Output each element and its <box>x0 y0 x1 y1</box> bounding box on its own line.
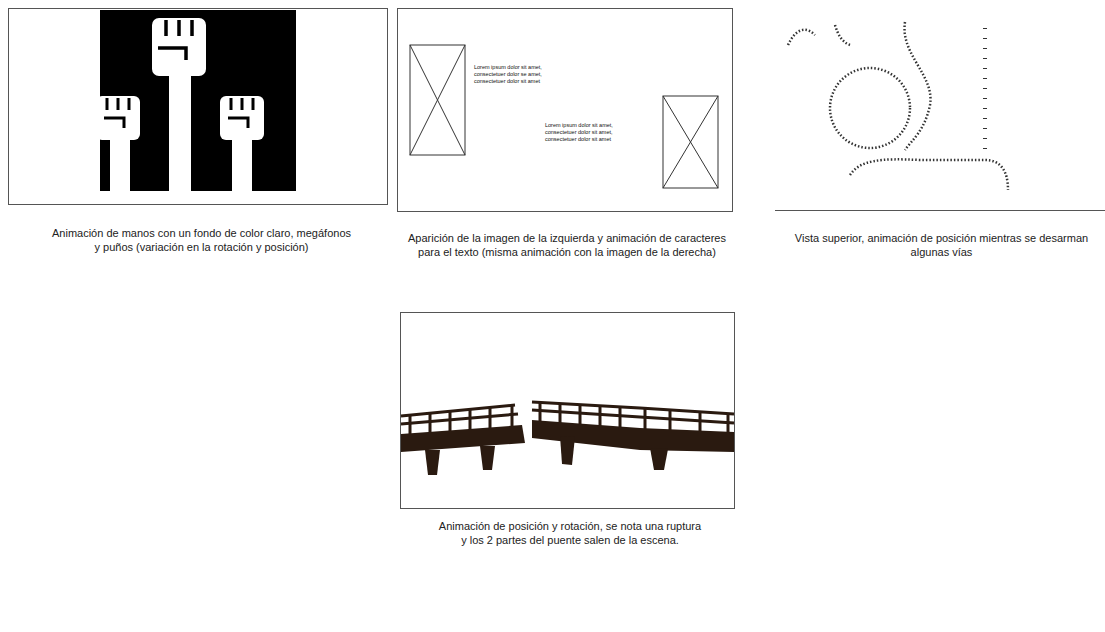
fists-illustration <box>96 10 296 191</box>
bridge-illustration <box>401 402 734 475</box>
storyboard-frame: Aparición de la imagen de la izquierda y… <box>397 8 733 212</box>
frame-caption: Animación de posición y rotación, se not… <box>436 519 704 548</box>
placeholder-text: Lorem ipsum dolor sit amet, consectetuer… <box>545 122 631 143</box>
image-placeholders <box>410 45 718 188</box>
frame-caption: Aparición de la imagen de la izquierda y… <box>408 231 726 260</box>
storyboard-frame: Animación de manos con un fondo de color… <box>8 8 388 205</box>
frame-caption: Animación de manos con un fondo de color… <box>49 226 354 255</box>
storyboard-frame: Animación de posición y rotación, se not… <box>400 312 735 509</box>
storyboard-frame: Vista superior, animación de posición mi… <box>775 8 1105 211</box>
track-illustration <box>788 22 1008 190</box>
placeholder-text: Lorem ipsum dolor sit amet, consectetuer… <box>474 64 552 85</box>
frame-caption: Vista superior, animación de posición mi… <box>789 231 1094 260</box>
